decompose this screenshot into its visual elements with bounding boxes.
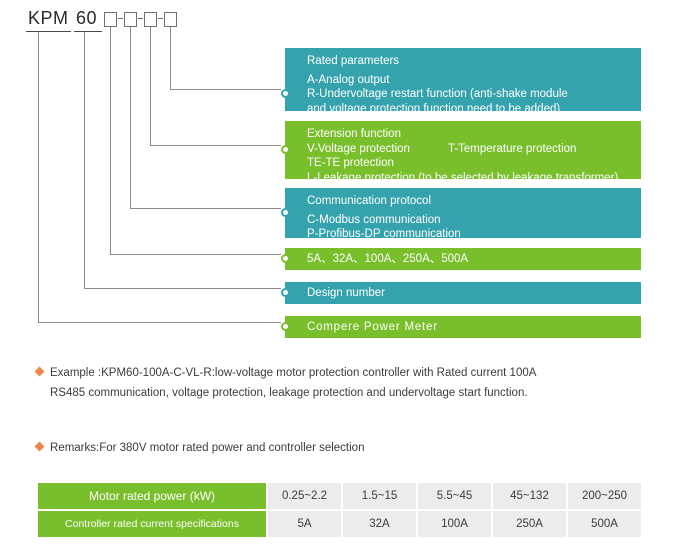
connector-dot-rated-current (281, 254, 290, 263)
code-separator-1 (118, 18, 123, 19)
callout-title: Communication protocol (307, 195, 432, 207)
table-row: Controller rated current specifications … (38, 511, 641, 537)
table-row: Motor rated power (kW) 0.25~2.2 1.5~15 5… (38, 483, 641, 509)
table-cell: 200~250 (568, 483, 641, 509)
callout-line: L-Leakage protection (to be selected by … (307, 171, 619, 184)
note-remarks: Remarks:For 380V motor rated power and c… (34, 438, 556, 458)
code-separator-3 (158, 18, 163, 19)
callout-line: TE-TE protection (307, 157, 394, 169)
callout-rated-parameters: Rated parameters A-Analog output R-Under… (285, 48, 641, 115)
callout-line: P-Profibus-DP communication (307, 228, 461, 240)
note-remarks-line-1: Remarks:For 380V motor rated power and c… (50, 442, 365, 454)
callout-line-split: V-Voltage protection T-Temperature protec… (307, 142, 641, 157)
connector-dot-compere-power-meter (281, 322, 290, 331)
table-row-header: Controller rated current specifications (38, 511, 266, 537)
callout-title: Compere Power Meter (307, 321, 438, 333)
table-cell: 1.5~15 (343, 483, 416, 509)
code-placeholder-4 (164, 12, 177, 27)
motor-power-selection-table: Motor rated power (kW) 0.25~2.2 1.5~15 5… (36, 481, 643, 539)
note-example-line-1: Example :KPM60-100A-C-VL-R:low-voltage m… (50, 367, 537, 379)
code-placeholder-3 (144, 12, 157, 27)
callout-line: R-Undervoltage restart function (anti-sh… (307, 88, 568, 100)
code-placeholder-1 (104, 12, 117, 27)
table-cell: 100A (418, 511, 491, 537)
table-cell: 5.5~45 (418, 483, 491, 509)
callout-title: Design number (307, 287, 385, 299)
table-cell: 32A (343, 511, 416, 537)
note-example: Example :KPM60-100A-C-VL-R:low-voltage m… (34, 363, 636, 403)
diamond-bullet-icon (34, 441, 45, 452)
table-cell: 500A (568, 511, 641, 537)
code-prefix: KPM (28, 8, 69, 28)
callout-design-number: Design number (285, 282, 641, 304)
code-prefix-underline (26, 31, 71, 32)
code-series: 60 (76, 8, 98, 28)
callout-line-part-a: V-Voltage protection (307, 142, 410, 155)
connector-dot-rated-parameters (281, 89, 290, 98)
callout-communication-protocol: Communication protocol C-Modbus communic… (285, 188, 641, 240)
callout-compere-power-meter: Compere Power Meter (285, 316, 641, 338)
note-example-line-2: RS485 communication, voltage protection,… (50, 387, 528, 399)
connector-dot-design-number (281, 288, 290, 297)
diamond-bullet-icon (34, 366, 45, 377)
code-separator-2 (138, 18, 143, 19)
callout-rated-current: 5A、32A、100A、250A、500A (285, 248, 641, 270)
callout-line: and voltage protection function need to … (307, 102, 561, 115)
callout-line: A-Analog output (307, 73, 390, 86)
callout-title: Extension function (307, 128, 401, 140)
callout-title: Rated parameters (307, 55, 400, 67)
table-cell: 45~132 (493, 483, 566, 509)
connector-dot-extension-function (281, 145, 290, 154)
table-cell: 0.25~2.2 (268, 483, 341, 509)
callout-title: 5A、32A、100A、250A、500A (307, 253, 469, 265)
connector-dot-communication (281, 208, 290, 217)
callout-line: C-Modbus communication (307, 213, 441, 226)
table-row-header: Motor rated power (kW) (38, 483, 266, 509)
model-code-header: KPM 60 (0, 0, 674, 40)
code-placeholder-2 (124, 12, 137, 27)
table-cell: 5A (268, 511, 341, 537)
table-cell: 250A (493, 511, 566, 537)
callout-line-part-b: T-Temperature protection (447, 142, 577, 155)
code-series-underline (74, 31, 102, 32)
